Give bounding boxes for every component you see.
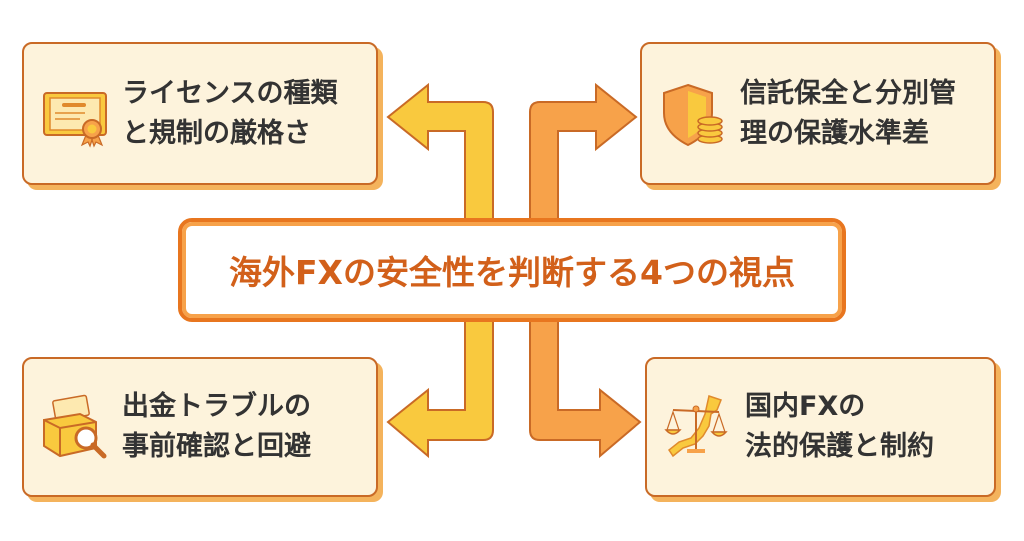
money-box-search-icon: [43, 394, 107, 459]
card-label-line2: 事前確認と回避: [122, 431, 311, 462]
scale-japan-icon: [664, 395, 728, 458]
card-label-line2: 理の保護水準差: [740, 117, 929, 149]
central-title: 海外FXの安全性を判断する4つの視点: [229, 253, 795, 292]
card-trust: 信託保全と分別管 理の保護水準差: [640, 42, 996, 185]
arrow-to-license: [386, 82, 494, 231]
card-domestic: 国内FXの 法的保護と制約: [645, 357, 996, 497]
arrow-to-domestic: [529, 314, 642, 459]
arrow-to-trust: [529, 82, 638, 231]
card-label-line1: 出金トラブルの: [122, 391, 311, 422]
card-license: ライセンスの種類 と規制の厳格さ: [22, 42, 378, 185]
card-withdrawal: 出金トラブルの 事前確認と回避: [22, 357, 378, 497]
central-topic: 海外FXの安全性を判断する4つの視点: [178, 218, 846, 322]
card-label-line2: 法的保護と制約: [745, 431, 934, 462]
shield-coins-icon: [663, 83, 723, 146]
card-label-line1: 信託保全と分別管: [740, 77, 956, 109]
card-label-line2: と規制の厳格さ: [122, 117, 311, 149]
arrow-to-withdrawal: [386, 314, 494, 459]
certificate-icon: [43, 91, 107, 148]
card-label-line1: 国内FXの: [745, 391, 866, 422]
card-label-line1: ライセンスの種類: [122, 77, 338, 109]
